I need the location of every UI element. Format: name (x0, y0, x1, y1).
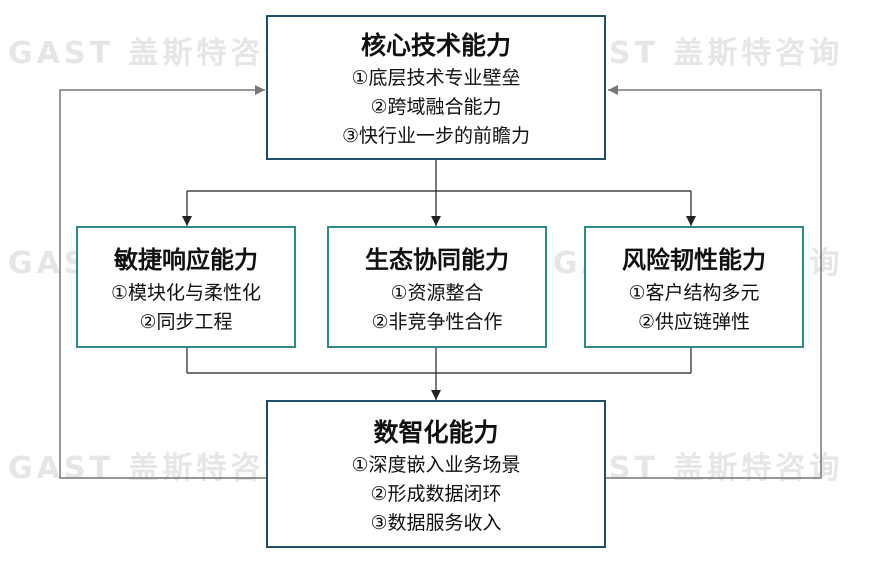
digital-intel-item: ②形成数据闭环 (370, 483, 502, 505)
feedback-loop-right (606, 85, 822, 479)
risk-resilience-title: 风险韧性能力 (622, 246, 766, 274)
digital-intel-box: 数智化能力 ①深度嵌入业务场景 ②形成数据闭环 ③数据服务收入 (266, 400, 606, 548)
digital-intel-item: ③数据服务收入 (370, 512, 502, 534)
agile-response-title: 敏捷响应能力 (114, 246, 258, 274)
core-tech-item: ①底层技术专业壁垒 (351, 67, 521, 89)
core-tech-item: ③快行业一步的前瞻力 (341, 125, 531, 147)
feedback-loop-left (59, 85, 266, 479)
digital-intel-title: 数智化能力 (373, 418, 499, 447)
agile-response-item: ①模块化与柔性化 (110, 282, 262, 304)
eco-synergy-item: ①资源整合 (390, 282, 484, 304)
risk-resilience-box: 风险韧性能力 ①客户结构多元 ②供应链弹性 (584, 226, 804, 348)
core-tech-box: 核心技术能力 ①底层技术专业壁垒 ②跨域融合能力 ③快行业一步的前瞻力 (266, 15, 606, 160)
agile-response-item: ②同步工程 (139, 311, 233, 333)
eco-synergy-item: ②非竞争性合作 (371, 311, 503, 333)
risk-resilience-item: ②供应链弹性 (637, 311, 751, 333)
risk-resilience-item: ①客户结构多元 (628, 282, 760, 304)
agile-response-box: 敏捷响应能力 ①模块化与柔性化 ②同步工程 (76, 226, 296, 348)
eco-synergy-title: 生态协同能力 (365, 246, 509, 274)
digital-intel-item: ①深度嵌入业务场景 (351, 454, 521, 476)
core-tech-title: 核心技术能力 (360, 31, 511, 60)
core-tech-item: ②跨域融合能力 (370, 96, 502, 118)
eco-synergy-box: 生态协同能力 ①资源整合 ②非竞争性合作 (327, 226, 547, 348)
